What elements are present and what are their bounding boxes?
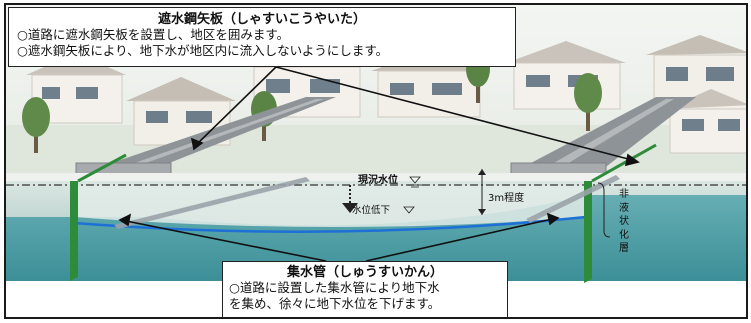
lowered-level-marker bbox=[403, 206, 415, 214]
sheet-pile-callout: 遮水鋼矢板（しゃすいこうやいた） ○道路に遮水鋼矢板を設置し、地区を囲みます。 … bbox=[8, 7, 516, 67]
lowering-arrow bbox=[342, 185, 358, 213]
non-liquefaction-layer-label: 非液状化層 bbox=[619, 189, 629, 254]
tree bbox=[22, 97, 50, 153]
lowered-water-table bbox=[73, 215, 587, 233]
lowered-water-level-label: 水位低下 bbox=[352, 205, 391, 216]
layer-bracket bbox=[597, 182, 611, 238]
sheet-pile-title: 遮水鋼矢板（しゃすいこうやいた） bbox=[157, 12, 366, 27]
depth-bracket bbox=[478, 169, 486, 215]
house bbox=[506, 41, 626, 110]
collector-pipe-callout: 集水管（しゅうすいかん） ○道路に設置した集水管により地下水 を集め、徐々に地下… bbox=[222, 261, 508, 317]
collector-pipe-line-2: を集め、徐々に地下水位を下げます。 bbox=[229, 296, 441, 311]
water-level-marker bbox=[408, 176, 422, 188]
collector-pipe-line-1: ○道路に設置した集水管により地下水 bbox=[229, 280, 440, 295]
diagram-frame: 遮水鋼矢板（しゃすいこうやいた） ○道路に遮水鋼矢板を設置し、地区を囲みます。 … bbox=[4, 3, 748, 319]
current-water-level-label: 現況水位 bbox=[358, 175, 398, 186]
sheet-pile-line-1: ○道路に遮水鋼矢板を設置し、地区を囲みます。 bbox=[17, 27, 290, 42]
house bbox=[126, 77, 236, 146]
sheet-pile-line-2: ○遮水鋼矢板により、地下水が地区内に流入しないようにします。 bbox=[17, 43, 389, 58]
steel-sheet-pile-left bbox=[70, 153, 127, 281]
tree bbox=[574, 73, 602, 131]
depth-label: 3m程度 bbox=[488, 193, 525, 204]
steel-sheet-pile-right bbox=[584, 143, 657, 283]
collector-pipe-left bbox=[114, 177, 310, 229]
collector-pipe-title: 集水管（しゅうすいかん） bbox=[286, 265, 443, 280]
callout-pointers bbox=[118, 66, 640, 262]
collector-pipe-right bbox=[526, 175, 620, 223]
